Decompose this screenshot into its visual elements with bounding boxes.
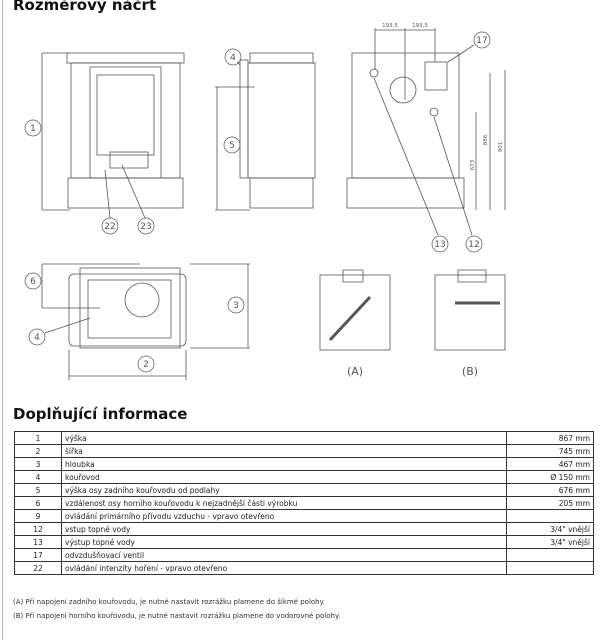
callout-5: 5 [229,141,235,151]
callout-4-top: 4 [34,333,40,343]
notes: (A) Při napojení zadního kouřovodu, je n… [13,595,340,623]
row-description: vstup topné vody [61,522,507,536]
back-view [346,28,506,236]
callout-12: 12 [468,240,479,250]
row-value [506,509,594,523]
callout-3: 3 [233,301,239,311]
row-description: šířka [61,444,507,458]
row-description: vzdálenost osy horního kouřovodu k nejza… [61,496,507,510]
callout-22: 22 [104,222,115,232]
row-number: 1 [14,431,62,445]
callout-17: 17 [476,36,487,46]
side-view [215,52,316,211]
row-description: výška [61,431,507,445]
callout-1: 1 [30,124,36,134]
row-number: 17 [14,548,62,562]
row-value: 467 mm [506,457,594,471]
row-description: odvzdušňovací ventil [61,548,507,562]
dimension-drawing: 1 22 23 4 5 17 13 12 6 3 4 2 (A) (B) 193… [24,23,506,380]
callout-circles [24,31,491,373]
row-number: 22 [14,561,62,575]
section-title-info: Doplňující informace [13,405,188,423]
row-value: Ø 150 mm [506,470,594,484]
front-view [41,52,185,219]
row-description: výška osy zadního kouřovodu od podlahy [61,483,507,497]
dim-673: 673 [470,159,476,170]
page-border [2,0,3,640]
row-description: hloubka [61,457,507,471]
section-b-label: (B) [462,365,478,378]
dim-193-right: 193,5 [412,23,428,29]
row-description: ovládání primárního přívodu vzduchu - vp… [61,509,507,523]
row-number: 13 [14,535,62,549]
row-description: kouřovod [61,470,507,484]
row-description: výstup topné vody [61,535,507,549]
top-view [41,263,250,380]
row-value: 3/4" vnější [506,535,594,549]
row-value: 676 mm [506,483,594,497]
row-number: 3 [14,457,62,471]
row-description: ovládání intenzity hoření - vpravo otevř… [61,561,507,575]
row-value: 745 mm [506,444,594,458]
note-a: (A) Při napojení zadního kouřovodu, je n… [13,598,325,606]
row-number: 2 [14,444,62,458]
row-value [506,548,594,562]
row-value: 205 mm [506,496,594,510]
dim-886: 886 [483,134,489,145]
section-a-label: (A) [347,365,363,378]
callout-2: 2 [143,360,149,370]
callout-6: 6 [30,277,36,287]
note-b: (B) Při napojení horního kouřovodu, je n… [13,612,341,620]
dim-193-left: 193,5 [382,23,398,29]
row-value: 867 mm [506,431,594,445]
section-title-dimensions: Rozměrový náčrt [13,0,157,14]
row-number: 12 [14,522,62,536]
section-a [319,269,391,351]
section-b [434,269,506,351]
dim-901: 901 [498,142,504,153]
callout-4: 4 [230,53,236,63]
row-number: 6 [14,496,62,510]
row-number: 9 [14,509,62,523]
callout-23: 23 [140,222,151,232]
callout-13: 13 [434,240,445,250]
row-number: 5 [14,483,62,497]
row-number: 4 [14,470,62,484]
row-value: 3/4" vnější [506,522,594,536]
row-value [506,561,594,575]
